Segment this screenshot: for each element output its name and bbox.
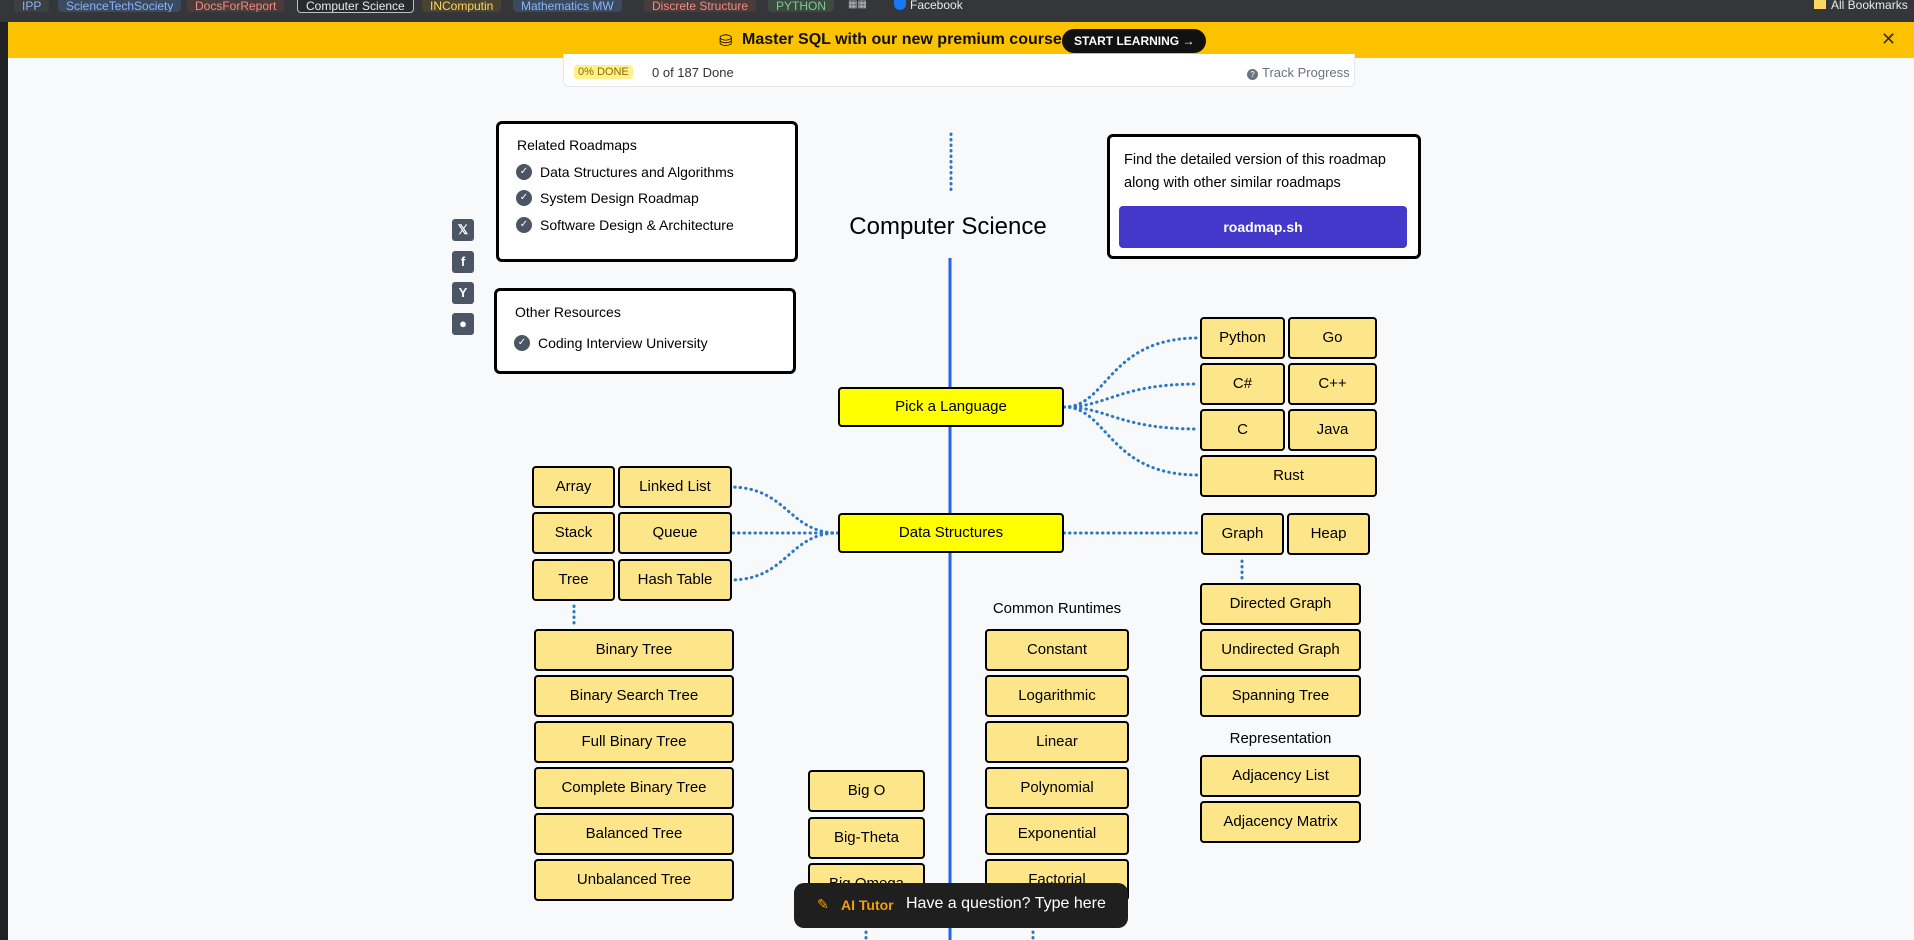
ai-tutor-label: AI Tutor bbox=[841, 897, 894, 913]
x-twitter-icon[interactable]: 𝕏 bbox=[452, 219, 474, 241]
node-adjacency-list[interactable]: Adjacency List bbox=[1200, 755, 1361, 797]
node-big-theta[interactable]: Big-Theta bbox=[808, 817, 925, 859]
page-content: ⛁ Master SQL with our new premium course… bbox=[8, 22, 1914, 940]
page-title: Computer Science bbox=[849, 213, 1047, 240]
folder-icon bbox=[1814, 0, 1826, 9]
node-java[interactable]: Java bbox=[1288, 409, 1377, 451]
node-hash-table[interactable]: Hash Table bbox=[618, 559, 732, 601]
ai-question-input[interactable]: Have a question? Type here bbox=[906, 895, 1106, 912]
bookmark-all-label: All Bookmarks bbox=[1831, 0, 1908, 12]
node-constant[interactable]: Constant bbox=[985, 629, 1129, 671]
bookmark-docsforreport[interactable]: DocsForReport bbox=[187, 0, 285, 12]
node-exponential[interactable]: Exponential bbox=[985, 813, 1129, 855]
reddit-icon[interactable]: ● bbox=[452, 313, 474, 335]
track-progress-label: Track Progress bbox=[1262, 65, 1350, 80]
node-queue[interactable]: Queue bbox=[618, 512, 732, 554]
related-link-dsa[interactable]: Data Structures and Algorithms bbox=[540, 164, 734, 180]
bookmark-mathematics[interactable]: Mathematics MW bbox=[513, 0, 622, 12]
bookmark-ipp[interactable]: IPP bbox=[14, 0, 50, 12]
node-c[interactable]: C bbox=[1200, 409, 1285, 451]
node-python[interactable]: Python bbox=[1200, 317, 1285, 359]
magic-wand-icon: ✎ bbox=[817, 896, 829, 912]
node-big-o[interactable]: Big O bbox=[808, 770, 925, 812]
node-full-binary-tree[interactable]: Full Binary Tree bbox=[534, 721, 734, 763]
cta-text: Find the detailed version of this roadma… bbox=[1124, 149, 1386, 195]
node-adjacency-matrix[interactable]: Adjacency Matrix bbox=[1200, 801, 1361, 843]
hacker-news-icon[interactable]: Y bbox=[452, 282, 474, 304]
node-csharp[interactable]: C# bbox=[1200, 363, 1285, 405]
related-link-system-design[interactable]: System Design Roadmap bbox=[540, 190, 699, 206]
node-binary-tree[interactable]: Binary Tree bbox=[534, 629, 734, 671]
bookmark-facebook[interactable]: Facebook bbox=[894, 0, 963, 12]
node-pick-a-language[interactable]: Pick a Language bbox=[838, 387, 1064, 427]
node-linear[interactable]: Linear bbox=[985, 721, 1129, 763]
node-unbalanced-tree[interactable]: Unbalanced Tree bbox=[534, 859, 734, 901]
cta-text-line1: Find the detailed version of this roadma… bbox=[1124, 152, 1386, 168]
node-stack[interactable]: Stack bbox=[532, 512, 615, 554]
node-directed-graph[interactable]: Directed Graph bbox=[1200, 583, 1361, 625]
node-heap[interactable]: Heap bbox=[1287, 513, 1370, 555]
node-polynomial[interactable]: Polynomial bbox=[985, 767, 1129, 809]
bookmark-sciencetechsociety[interactable]: ScienceTechSociety bbox=[58, 0, 182, 12]
bookmark-facebook-label: Facebook bbox=[910, 0, 963, 12]
node-undirected-graph[interactable]: Undirected Graph bbox=[1200, 629, 1361, 671]
node-data-structures[interactable]: Data Structures bbox=[838, 513, 1064, 553]
bookmark-computer-science[interactable]: Computer Science bbox=[297, 0, 414, 13]
bookmark-all[interactable]: All Bookmarks bbox=[1814, 0, 1908, 12]
progress-badge: 0% DONE bbox=[574, 65, 633, 79]
facebook-icon bbox=[894, 0, 906, 10]
node-array[interactable]: Array bbox=[532, 466, 615, 508]
node-graph[interactable]: Graph bbox=[1201, 513, 1284, 555]
connector-python bbox=[1062, 336, 1200, 409]
progress-bar: 0% DONE 0 of 187 Done ? Track Progress bbox=[563, 54, 1355, 87]
check-icon: ✓ bbox=[516, 190, 532, 206]
node-logarithmic[interactable]: Logarithmic bbox=[985, 675, 1129, 717]
related-roadmaps-title: Related Roadmaps bbox=[517, 137, 637, 153]
node-tree[interactable]: Tree bbox=[532, 559, 615, 601]
common-runtimes-label: Common Runtimes bbox=[992, 600, 1122, 617]
bookmark-discrete-structure[interactable]: Discrete Structure bbox=[644, 0, 757, 12]
check-icon: ✓ bbox=[514, 335, 530, 351]
resource-link-coding-interview[interactable]: Coding Interview University bbox=[538, 335, 708, 351]
roadmap-connectors bbox=[572, 132, 1244, 940]
node-cpp[interactable]: C++ bbox=[1288, 363, 1377, 405]
bookmark-incomputin[interactable]: INComputin bbox=[422, 0, 502, 12]
node-rust[interactable]: Rust bbox=[1200, 455, 1377, 497]
representation-label: Representation bbox=[1229, 730, 1332, 747]
other-resources-panel: Other Resources ✓ Coding Interview Unive… bbox=[494, 288, 796, 374]
connector-hash-table bbox=[728, 531, 840, 582]
ai-tutor-bar[interactable]: ✎ AI Tutor Have a question? Type here bbox=[794, 883, 1128, 928]
cta-panel: Find the detailed version of this roadma… bbox=[1107, 134, 1421, 259]
progress-text: 0 of 187 Done bbox=[652, 65, 734, 80]
connector-rust bbox=[1062, 405, 1200, 477]
cta-text-line2: along with other similar roadmaps bbox=[1124, 175, 1341, 191]
promo-banner: ⛁ Master SQL with our new premium course… bbox=[8, 22, 1914, 58]
start-learning-button[interactable]: START LEARNING → bbox=[1062, 29, 1207, 53]
connector-c bbox=[1062, 405, 1200, 431]
other-resources-title: Other Resources bbox=[515, 304, 621, 320]
roadmap-sh-button[interactable]: roadmap.sh bbox=[1119, 206, 1407, 248]
connector-csharp bbox=[1062, 382, 1200, 409]
node-spanning-tree[interactable]: Spanning Tree bbox=[1200, 675, 1361, 717]
related-link-software-design[interactable]: Software Design & Architecture bbox=[540, 217, 734, 233]
related-roadmaps-panel: Related Roadmaps ✓ Data Structures and A… bbox=[496, 121, 798, 262]
check-icon: ✓ bbox=[516, 164, 532, 180]
facebook-share-icon[interactable]: f bbox=[452, 251, 474, 273]
apps-grid-icon[interactable]: ▦▦ bbox=[848, 0, 867, 10]
bookmarks-bar: IPP ScienceTechSociety DocsForReport Com… bbox=[0, 0, 1914, 22]
node-binary-search-tree[interactable]: Binary Search Tree bbox=[534, 675, 734, 717]
database-icon: ⛁ bbox=[719, 33, 733, 50]
bookmark-python[interactable]: PYTHON bbox=[768, 0, 835, 12]
help-icon: ? bbox=[1247, 69, 1258, 80]
node-go[interactable]: Go bbox=[1288, 317, 1377, 359]
track-progress-link[interactable]: ? Track Progress bbox=[1247, 65, 1350, 80]
check-icon: ✓ bbox=[516, 217, 532, 233]
node-balanced-tree[interactable]: Balanced Tree bbox=[534, 813, 734, 855]
banner-text: Master SQL with our new premium course bbox=[742, 31, 1062, 48]
close-icon[interactable]: ✕ bbox=[1881, 29, 1897, 49]
connector-linked-list bbox=[728, 485, 840, 535]
node-complete-binary-tree[interactable]: Complete Binary Tree bbox=[534, 767, 734, 809]
node-linked-list[interactable]: Linked List bbox=[618, 466, 732, 508]
